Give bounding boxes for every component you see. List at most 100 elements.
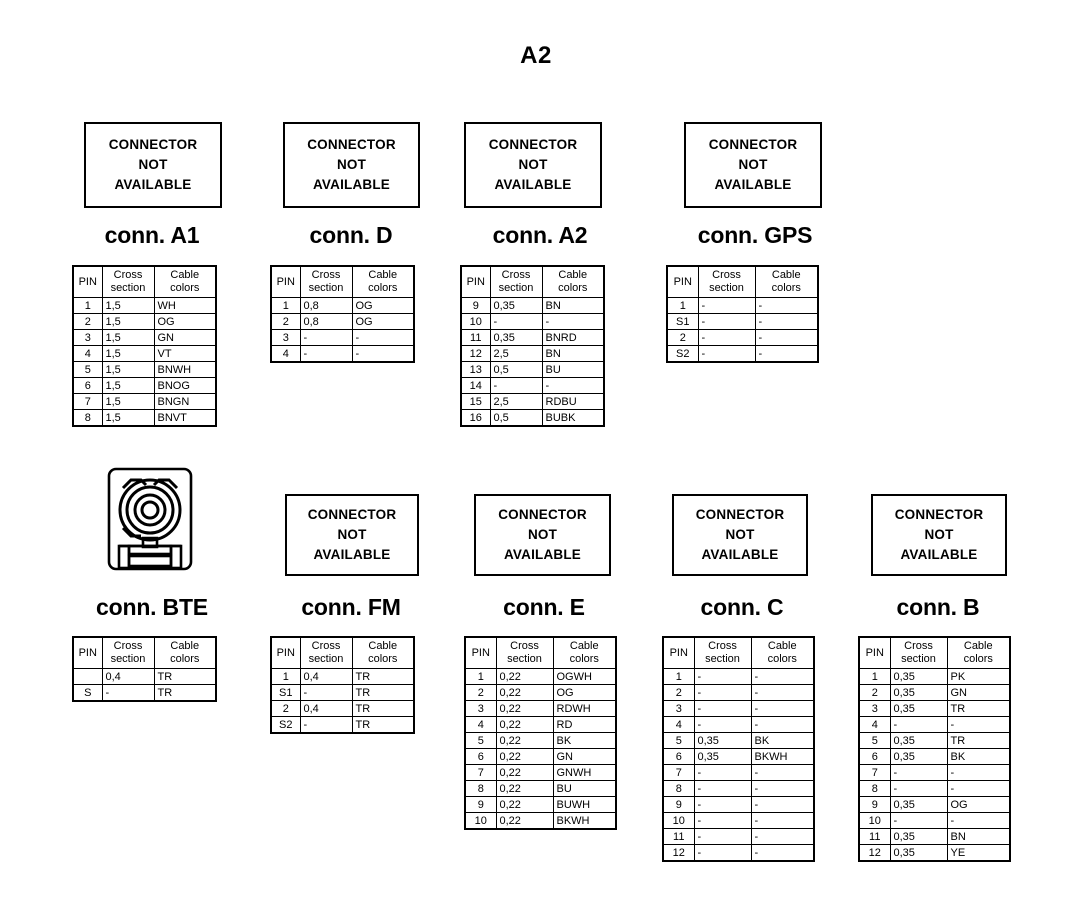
- cell-cable-color: BKWH: [552, 812, 617, 830]
- cell-cable-color: RDWH: [552, 700, 617, 717]
- na-box-line-2: NOT: [725, 527, 755, 543]
- cell-cross-section: 1,5: [101, 377, 155, 394]
- na-box-line-1: CONNECTOR: [488, 137, 578, 153]
- table-row: 11--: [662, 828, 815, 845]
- cell-cable-color: BNWH: [153, 361, 217, 378]
- col-header-cable: Cable: [767, 640, 797, 653]
- na-box-line-1: CONNECTOR: [108, 137, 198, 153]
- cell-pin: 4: [858, 716, 891, 733]
- col-header-cross: Cross: [311, 640, 341, 653]
- table-row: 3--: [662, 700, 815, 717]
- na-box-line-3: AVAILABLE: [494, 176, 572, 192]
- col-header-colors: colors: [368, 282, 398, 294]
- col-header-colors: colors: [771, 282, 801, 294]
- cell-cable-color: -: [750, 812, 815, 829]
- cell-cable-color: TR: [351, 716, 415, 734]
- cell-pin: 16: [460, 409, 491, 427]
- cell-cross-section: 1,5: [101, 329, 155, 346]
- col-header-pin: PIN: [72, 265, 103, 298]
- col-header-section: section: [110, 282, 146, 294]
- cell-cable-color: -: [946, 780, 1011, 797]
- cell-cross-section: 0,22: [495, 764, 554, 781]
- table-row: 2--: [662, 684, 815, 701]
- cell-cable-color: TR: [153, 684, 217, 702]
- cell-pin: 4: [270, 345, 301, 363]
- table-row: S2--: [666, 345, 819, 363]
- cell-cross-section: 0,35: [889, 732, 948, 749]
- col-header-colors: colors: [170, 653, 200, 665]
- col-header-section: section: [507, 653, 542, 665]
- cell-cable-color: BU: [541, 361, 605, 378]
- na-box-line-2: NOT: [924, 527, 954, 543]
- cell-cross-section: -: [693, 684, 752, 701]
- cell-cable-color: BK: [552, 732, 617, 749]
- cell-pin: 2: [72, 313, 103, 330]
- cell-cross-section: -: [489, 377, 543, 394]
- na-box-line-1: CONNECTOR: [894, 507, 984, 523]
- cell-cross-section: 0,35: [889, 796, 948, 813]
- cell-cross-section: 0,22: [495, 780, 554, 797]
- connector-label-e: conn. E: [503, 594, 585, 620]
- cell-pin: 7: [464, 764, 497, 781]
- cell-pin: 13: [460, 361, 491, 378]
- col-header-pin: PIN: [72, 636, 103, 669]
- cell-pin: 3: [72, 329, 103, 346]
- cell-cross-section: 0,8: [299, 297, 353, 314]
- cell-pin: 1: [270, 297, 301, 314]
- col-header-pin: PIN: [270, 265, 301, 298]
- cell-cable-color: OG: [946, 796, 1011, 813]
- table-row: 7--: [858, 764, 1011, 781]
- cell-cross-section: 0,35: [693, 748, 752, 765]
- cell-pin: 9: [464, 796, 497, 813]
- cell-pin: 3: [270, 329, 301, 346]
- cell-pin: 1: [72, 297, 103, 314]
- cell-pin: 10: [662, 812, 695, 829]
- cell-pin: 5: [72, 361, 103, 378]
- na-box-line-3: AVAILABLE: [701, 546, 779, 562]
- col-header-cable: Cable: [771, 269, 801, 282]
- cell-pin: 8: [858, 780, 891, 797]
- cell-cross-section: -: [889, 812, 948, 829]
- table-row: 1--: [662, 668, 815, 685]
- cell-cross-section: 0,35: [889, 748, 948, 765]
- cell-cable-color: BN: [541, 345, 605, 362]
- cell-pin: 6: [72, 377, 103, 394]
- table-row: 1--: [666, 297, 819, 314]
- cell-pin: [72, 668, 103, 685]
- cell-cable-color: -: [750, 780, 815, 797]
- cell-pin: 5: [858, 732, 891, 749]
- col-header-colors: colors: [170, 282, 200, 294]
- cell-cross-section: 0,22: [495, 796, 554, 813]
- col-header-section: section: [705, 653, 740, 665]
- connector-label-b: conn. B: [896, 594, 980, 620]
- col-header-pin: PIN: [460, 265, 491, 298]
- cell-cable-color: BNOG: [153, 377, 217, 394]
- na-box-line-3: AVAILABLE: [313, 546, 391, 562]
- cell-pin: S: [72, 684, 103, 702]
- na-box-line-3: AVAILABLE: [503, 546, 582, 562]
- cell-pin: 4: [72, 345, 103, 362]
